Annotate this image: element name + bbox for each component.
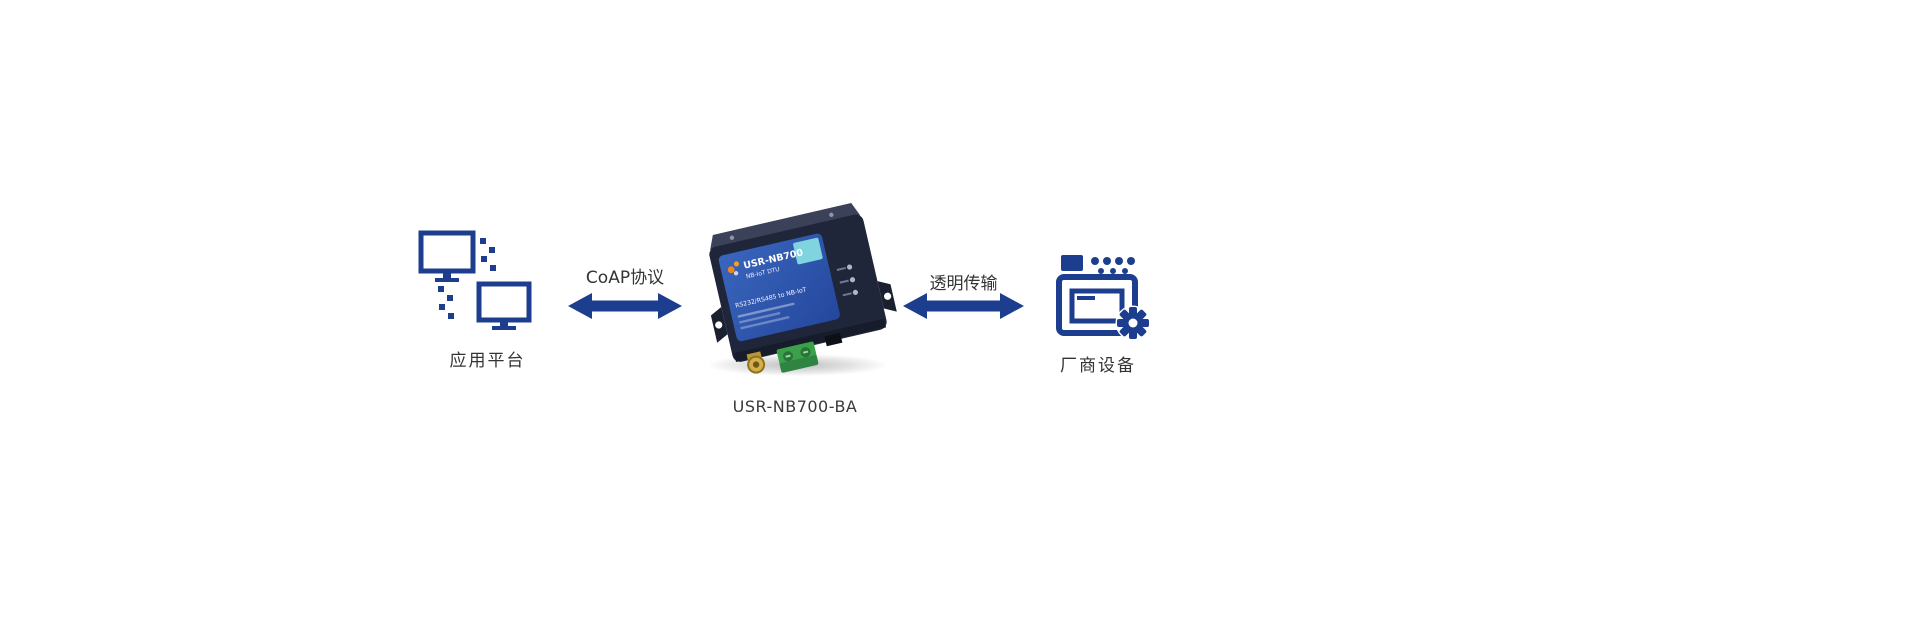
application-platform-label: 应用平台 <box>449 351 526 371</box>
brand-logo-icon <box>727 261 740 276</box>
dtu-device-image: USR-NB700 NB-IoT DTU RS232/RS485 to NB-I… <box>709 203 897 374</box>
mounting-ear-left <box>710 306 728 343</box>
application-platform-node <box>418 228 532 332</box>
teal-badge <box>793 237 823 265</box>
power-jack <box>824 332 843 347</box>
vendor-device-label: 厂商设备 <box>1060 356 1136 376</box>
industrial-machine-gear-icon <box>1056 255 1151 341</box>
gear-icon <box>1115 305 1151 341</box>
monitor-bottom-right <box>476 281 532 323</box>
device-top-face <box>710 203 861 250</box>
mounting-ear-right <box>877 281 897 312</box>
double-arrow-icon <box>903 293 1024 319</box>
coap-protocol-label: CoAP协议 <box>585 268 665 288</box>
dtu-device-illustration: USR-NB700 NB-IoT DTU RS232/RS485 to NB-I… <box>698 196 897 391</box>
double-arrow-icon <box>568 293 682 319</box>
dotted-data-trails <box>438 238 496 319</box>
vendor-device-node <box>1055 255 1151 343</box>
machine-door-handle <box>1077 296 1095 300</box>
device-model-label: USR-NB700-BA <box>732 397 858 416</box>
status-led-holes <box>836 264 859 297</box>
monitor-top-left <box>418 230 476 274</box>
left-double-arrow <box>568 292 682 320</box>
machine-door <box>1069 288 1125 324</box>
terminal-block <box>776 341 819 373</box>
antenna-connector <box>746 351 766 374</box>
transparent-transmission-label: 透明传输 <box>929 274 998 294</box>
dual-monitors-icon <box>418 230 532 330</box>
right-double-arrow <box>903 292 1024 320</box>
machine-top-vents <box>1061 255 1135 274</box>
